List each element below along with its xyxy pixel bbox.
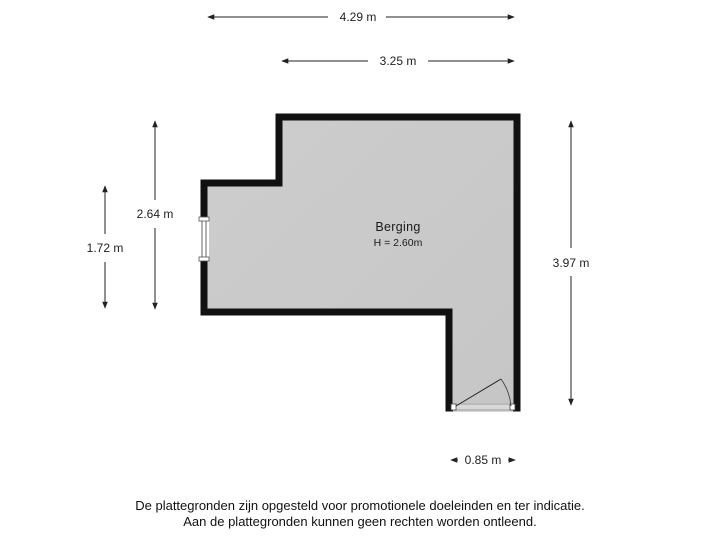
dimension-left-inner: 1.72 m xyxy=(87,185,124,309)
window-left xyxy=(198,216,210,262)
room-name: Berging xyxy=(375,220,420,234)
dimension-label-left-inner: 1.72 m xyxy=(87,241,124,255)
dimension-label-right: 3.97 m xyxy=(553,256,590,270)
disclaimer: De plattegronden zijn opgesteld voor pro… xyxy=(0,498,720,530)
room-height: H = 2.60m xyxy=(374,237,423,249)
door xyxy=(450,378,516,412)
room-floor-walls xyxy=(200,113,521,412)
dimension-label-top-inner: 3.25 m xyxy=(380,54,417,68)
disclaimer-line-1: De plattegronden zijn opgesteld voor pro… xyxy=(135,498,585,513)
dimension-right: 3.97 m xyxy=(553,120,590,406)
dimension-left-outer: 2.64 m xyxy=(137,120,174,310)
dimension-label-top-total: 4.29 m xyxy=(340,10,377,24)
dimension-top-inner: 3.25 m xyxy=(281,54,515,68)
dimension-top-total: 4.29 m xyxy=(207,10,515,24)
dimension-label-left-outer: 2.64 m xyxy=(137,207,174,221)
dimension-label-bottom-door: 0.85 m xyxy=(465,453,502,467)
disclaimer-line-2: Aan de plattegronden kunnen geen rechten… xyxy=(183,514,537,529)
dimension-bottom-door: 0.85 m xyxy=(450,453,516,467)
